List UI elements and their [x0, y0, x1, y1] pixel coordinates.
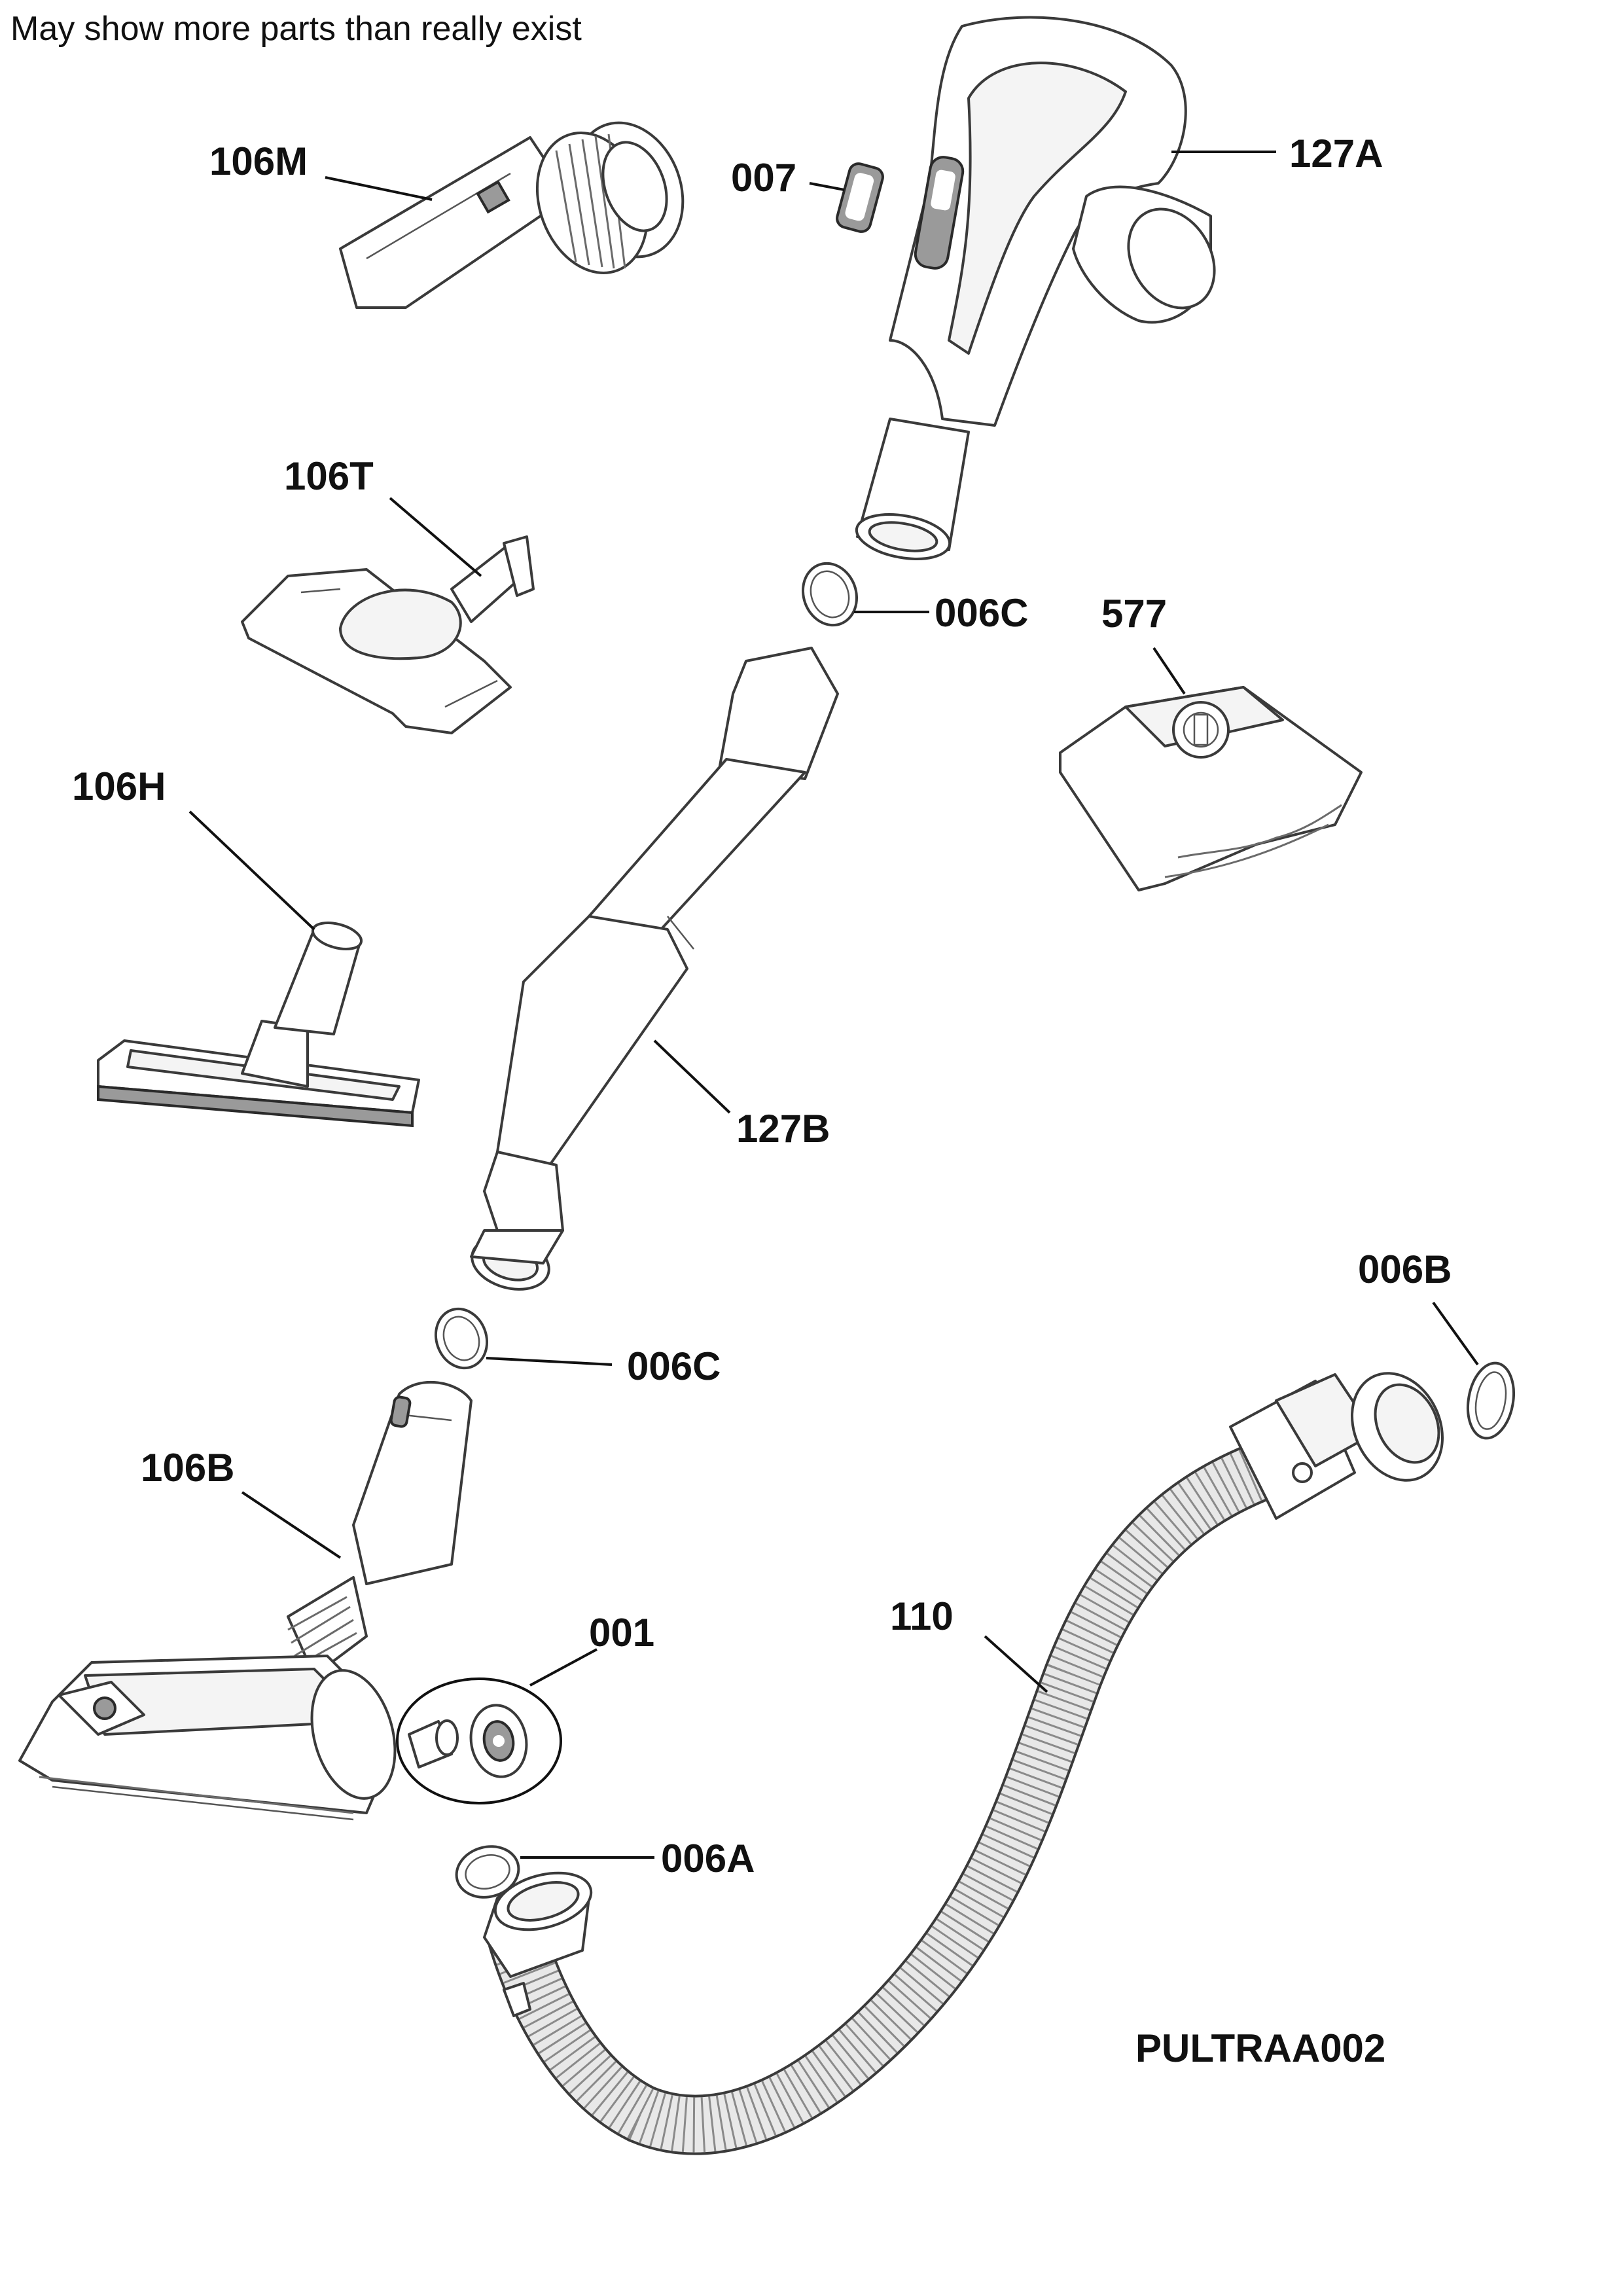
turbo-nozzle-drawing [241, 535, 535, 734]
label-127A: 127A [1289, 132, 1383, 175]
leader-006B [1432, 1301, 1479, 1366]
seal-ring-upper-drawing [801, 562, 859, 627]
label-106B: 106B [141, 1446, 234, 1490]
leader-001 [529, 1648, 597, 1687]
leader-106M [325, 176, 433, 201]
leader-110 [984, 1635, 1048, 1693]
label-006C-upper: 006C [935, 591, 1028, 635]
leader-106H [188, 810, 315, 931]
dust-bag-drawing [1059, 686, 1363, 891]
label-006A: 006A [661, 1837, 755, 1880]
floor-nozzle-drawing [18, 1380, 473, 1821]
leader-106B [241, 1491, 342, 1559]
label-106M: 106M [209, 139, 308, 183]
mattress-nozzle-drawing [339, 121, 685, 309]
label-127B: 127B [736, 1107, 830, 1151]
telescopic-tube-drawing [470, 647, 839, 1291]
seal-ring-lower-drawing [434, 1307, 489, 1370]
leader-106T [389, 497, 482, 577]
label-110: 110 [890, 1594, 954, 1638]
flexible-hose-drawing [483, 1372, 1444, 2155]
hose-handle-drawing [855, 16, 1216, 560]
label-006C-lower: 006C [627, 1344, 721, 1388]
label-001: 001 [589, 1611, 654, 1655]
label-577: 577 [1101, 592, 1167, 636]
diagram-reference-code: PULTRAA002 [1135, 2026, 1385, 2070]
leader-007 [809, 182, 845, 191]
leader-127B [653, 1039, 731, 1114]
label-106T: 106T [284, 454, 374, 498]
label-007: 007 [731, 156, 796, 200]
hard-floor-nozzle-drawing [97, 922, 420, 1128]
seal-ring-hose-drawing [1467, 1361, 1515, 1440]
wheel-set-drawing [396, 1677, 562, 1804]
label-106H: 106H [72, 764, 166, 808]
label-006B: 006B [1358, 1247, 1452, 1291]
leader-577 [1152, 647, 1186, 695]
disclaimer-note: May show more parts than really exist [10, 10, 582, 48]
leader-006C-lower [486, 1357, 613, 1366]
